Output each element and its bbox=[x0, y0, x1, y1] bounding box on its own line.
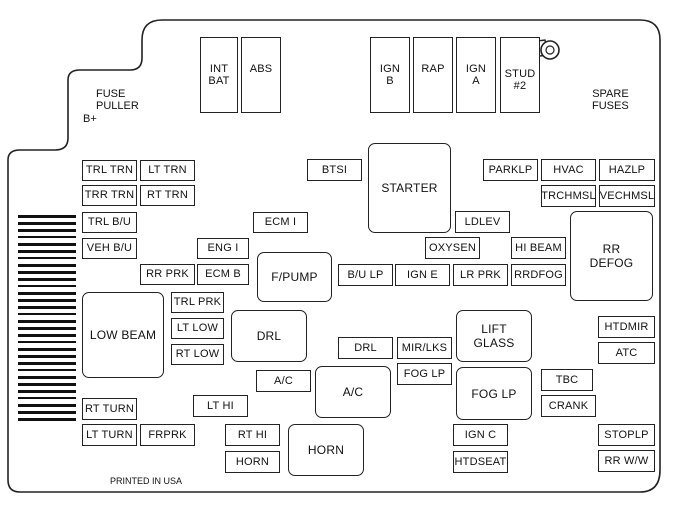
fuse-parklp: PARKLP bbox=[483, 159, 538, 181]
fuse-rt-hi: RT HI bbox=[225, 424, 280, 446]
fuse-ecm-b: ECM B bbox=[197, 264, 249, 285]
fuse-lt-turn: LT TURN bbox=[82, 424, 137, 446]
fuse-trchmsl: TRCHMSL bbox=[541, 185, 596, 207]
fuse-ign-e: IGN E bbox=[395, 264, 450, 286]
fuse-trl-prk: TRL PRK bbox=[171, 292, 224, 313]
fuse-lt-trn: LT TRN bbox=[140, 160, 195, 181]
fuse-crank: CRANK bbox=[541, 395, 596, 417]
fuse-btsi: BTSI bbox=[307, 159, 362, 181]
relay-drl: DRL bbox=[231, 310, 307, 362]
fuse-rr-ww: RR W/W bbox=[598, 450, 655, 472]
fuse-ign-a: IGN A bbox=[456, 37, 496, 113]
fuse-drl: DRL bbox=[338, 337, 393, 359]
fuse-trr-trn: TRR TRN bbox=[82, 185, 137, 206]
fuse-hazlp: HAZLP bbox=[599, 159, 655, 181]
spare-fuses-label: SPARE FUSES bbox=[592, 88, 629, 112]
fuse-oxysen: OXYSEN bbox=[425, 237, 480, 259]
fuse-htdseat: HTDSEAT bbox=[453, 451, 508, 473]
relay-starter: STARTER bbox=[368, 143, 451, 233]
fuse-ecm-i: ECM I bbox=[253, 212, 308, 233]
fuse-ac: A/C bbox=[256, 370, 311, 392]
relay-f-pump: F/PUMP bbox=[257, 252, 332, 302]
relay-lift-glass: LIFT GLASS bbox=[456, 310, 532, 362]
fuse-rr-prk: RR PRK bbox=[140, 264, 195, 285]
relay-ac: A/C bbox=[315, 366, 391, 418]
relay-low-beam: LOW BEAM bbox=[82, 292, 164, 378]
fuse-lt-low: LT LOW bbox=[171, 318, 224, 339]
fuse-veh-bu: VEH B/U bbox=[82, 238, 137, 259]
fuse-rt-low: RT LOW bbox=[171, 344, 224, 365]
fuse-atc: ATC bbox=[598, 342, 655, 364]
relay-rr-defog: RR DEFOG bbox=[570, 211, 653, 301]
fuse-vechmsl: VECHMSL bbox=[599, 185, 655, 207]
fuse-tbc: TBC bbox=[541, 369, 593, 391]
fuse-ldlev: LDLEV bbox=[455, 211, 510, 233]
fuse-horn: HORN bbox=[225, 451, 280, 473]
fuse-trl-bu: TRL B/U bbox=[82, 212, 137, 233]
fuse-mir-lks: MIR/LKS bbox=[397, 337, 452, 359]
fuse-puller-label: FUSE PULLER bbox=[96, 88, 139, 112]
relay-horn: HORN bbox=[288, 424, 364, 476]
fuse-fog-lp: FOG LP bbox=[397, 363, 452, 385]
fuse-lr-prk: LR PRK bbox=[453, 264, 508, 286]
fuse-rrdfog: RRDFOG bbox=[511, 264, 566, 286]
printed-label: PRINTED IN USA bbox=[110, 476, 183, 486]
fuse-ign-b: IGN B bbox=[370, 37, 410, 113]
fuse-rt-trn: RT TRN bbox=[140, 185, 195, 206]
fuse-hi-beam: HI BEAM bbox=[511, 237, 566, 259]
fuse-eng-i: ENG I bbox=[197, 238, 249, 259]
relay-fog-lp: FOG LP bbox=[456, 367, 532, 420]
fuse-hvac: HVAC bbox=[541, 159, 596, 181]
b-plus-label: B+ bbox=[83, 113, 97, 125]
fuse-ign-c: IGN C bbox=[453, 424, 508, 446]
fuse-rt-turn: RT TURN bbox=[82, 398, 137, 420]
fuse-frprk: FRPRK bbox=[140, 424, 195, 446]
fuse-bu-lp: B/U LP bbox=[338, 264, 393, 286]
fuse-rap: RAP bbox=[413, 37, 453, 113]
fuse-abs: ABS bbox=[241, 37, 281, 113]
fuse-lt-hi: LT HI bbox=[193, 395, 248, 417]
fuse-trl-trn: TRL TRN bbox=[82, 160, 137, 181]
fuse-int-bat: INT BAT bbox=[200, 37, 238, 113]
fuse-stud-2: STUD #2 bbox=[500, 37, 540, 113]
fuse-stoplp: STOPLP bbox=[598, 424, 655, 446]
fuse-htdmir: HTDMIR bbox=[598, 316, 655, 338]
